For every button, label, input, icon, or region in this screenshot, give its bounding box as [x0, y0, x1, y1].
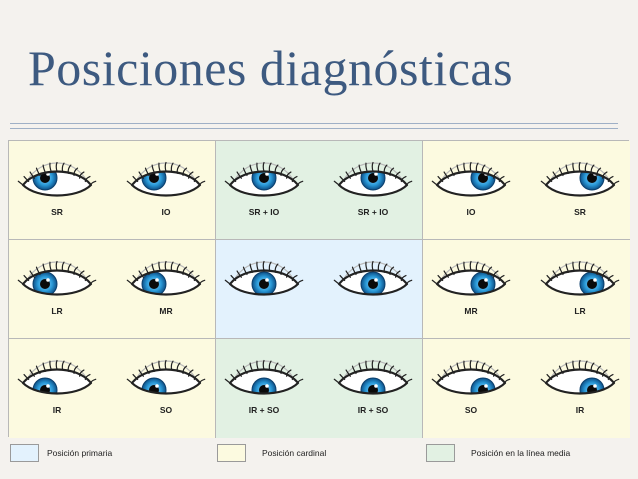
- eyelashes: [431, 359, 511, 384]
- muscle-label: LR: [51, 306, 63, 316]
- eyelashes: [540, 359, 620, 384]
- gaze-cell: IR SO: [9, 339, 216, 438]
- eye-icon: [333, 153, 413, 209]
- eye-icon: [540, 252, 620, 308]
- eye-icon: [17, 153, 97, 209]
- legend-swatch-primary: [10, 444, 39, 462]
- eyelashes: [333, 260, 413, 285]
- legend-label-midline: Posición en la línea media: [471, 448, 571, 458]
- legend-swatch-cardinal: [217, 444, 246, 462]
- eye-icon: [431, 252, 511, 308]
- gaze-cell: [216, 240, 423, 339]
- title-divider: [10, 128, 618, 129]
- muscle-label: IO: [466, 207, 476, 217]
- eye-icon: [17, 351, 97, 407]
- muscle-label: IR: [52, 405, 62, 415]
- legend-label-primary: Posición primaria: [47, 448, 113, 458]
- gaze-cell: LR MR: [9, 240, 216, 339]
- eye-icon: [17, 252, 97, 308]
- eye-icon: [540, 153, 620, 209]
- eyelashes: [333, 359, 413, 384]
- eyelashes: [17, 359, 97, 384]
- gaze-cell: SR + IO SR + IO: [216, 141, 423, 240]
- eye-icon: [333, 351, 413, 407]
- muscle-label: SR + IO: [248, 207, 280, 217]
- muscle-label: IR + SO: [357, 405, 389, 415]
- page-title: Posiciones diagnósticas: [28, 40, 514, 96]
- gaze-grid: SR IO SR + IO SR + IO IO SR LR MR MR LR IR SO IR + S…: [8, 140, 630, 438]
- eyelashes: [17, 161, 97, 186]
- muscle-label: IO: [161, 207, 171, 217]
- eye-icon: [224, 153, 304, 209]
- muscle-label: MR: [159, 306, 173, 316]
- eye-icon: [126, 351, 206, 407]
- gaze-cell: SO IR: [423, 339, 630, 438]
- gaze-cell: SR IO: [9, 141, 216, 240]
- eyelashes: [333, 161, 413, 186]
- eye-icon: [126, 252, 206, 308]
- muscle-label: LR: [574, 306, 586, 316]
- eyelashes: [431, 161, 511, 186]
- legend: Posición primaria Posición cardinal Posi…: [0, 444, 638, 472]
- muscle-label: IR: [575, 405, 585, 415]
- muscle-label: SR: [574, 207, 586, 217]
- muscle-label: MR: [464, 306, 478, 316]
- eye-icon: [333, 252, 413, 308]
- gaze-cell: IR + SO IR + SO: [216, 339, 423, 438]
- eyelashes: [224, 359, 304, 384]
- eye-icon: [431, 153, 511, 209]
- gaze-cell: MR LR: [423, 240, 630, 339]
- eye-icon: [431, 351, 511, 407]
- eye-icon: [224, 252, 304, 308]
- eye-icon: [224, 351, 304, 407]
- eyelashes: [126, 161, 206, 186]
- eyelashes: [224, 260, 304, 285]
- muscle-label: SR + IO: [357, 207, 389, 217]
- eyelashes: [126, 359, 206, 384]
- eyelashes: [431, 260, 511, 285]
- muscle-label: SO: [159, 405, 173, 415]
- eyelashes: [17, 260, 97, 285]
- title-divider: [10, 123, 618, 124]
- eyelashes: [540, 161, 620, 186]
- eyelashes: [126, 260, 206, 285]
- eye-icon: [126, 153, 206, 209]
- gaze-cell: IO SR: [423, 141, 630, 240]
- muscle-label: SR: [51, 207, 63, 217]
- eye-icon: [540, 351, 620, 407]
- eyelashes: [540, 260, 620, 285]
- legend-swatch-midline: [426, 444, 455, 462]
- muscle-label: SO: [464, 405, 478, 415]
- eyelashes: [224, 161, 304, 186]
- muscle-label: IR + SO: [248, 405, 280, 415]
- legend-label-cardinal: Posición cardinal: [262, 448, 327, 458]
